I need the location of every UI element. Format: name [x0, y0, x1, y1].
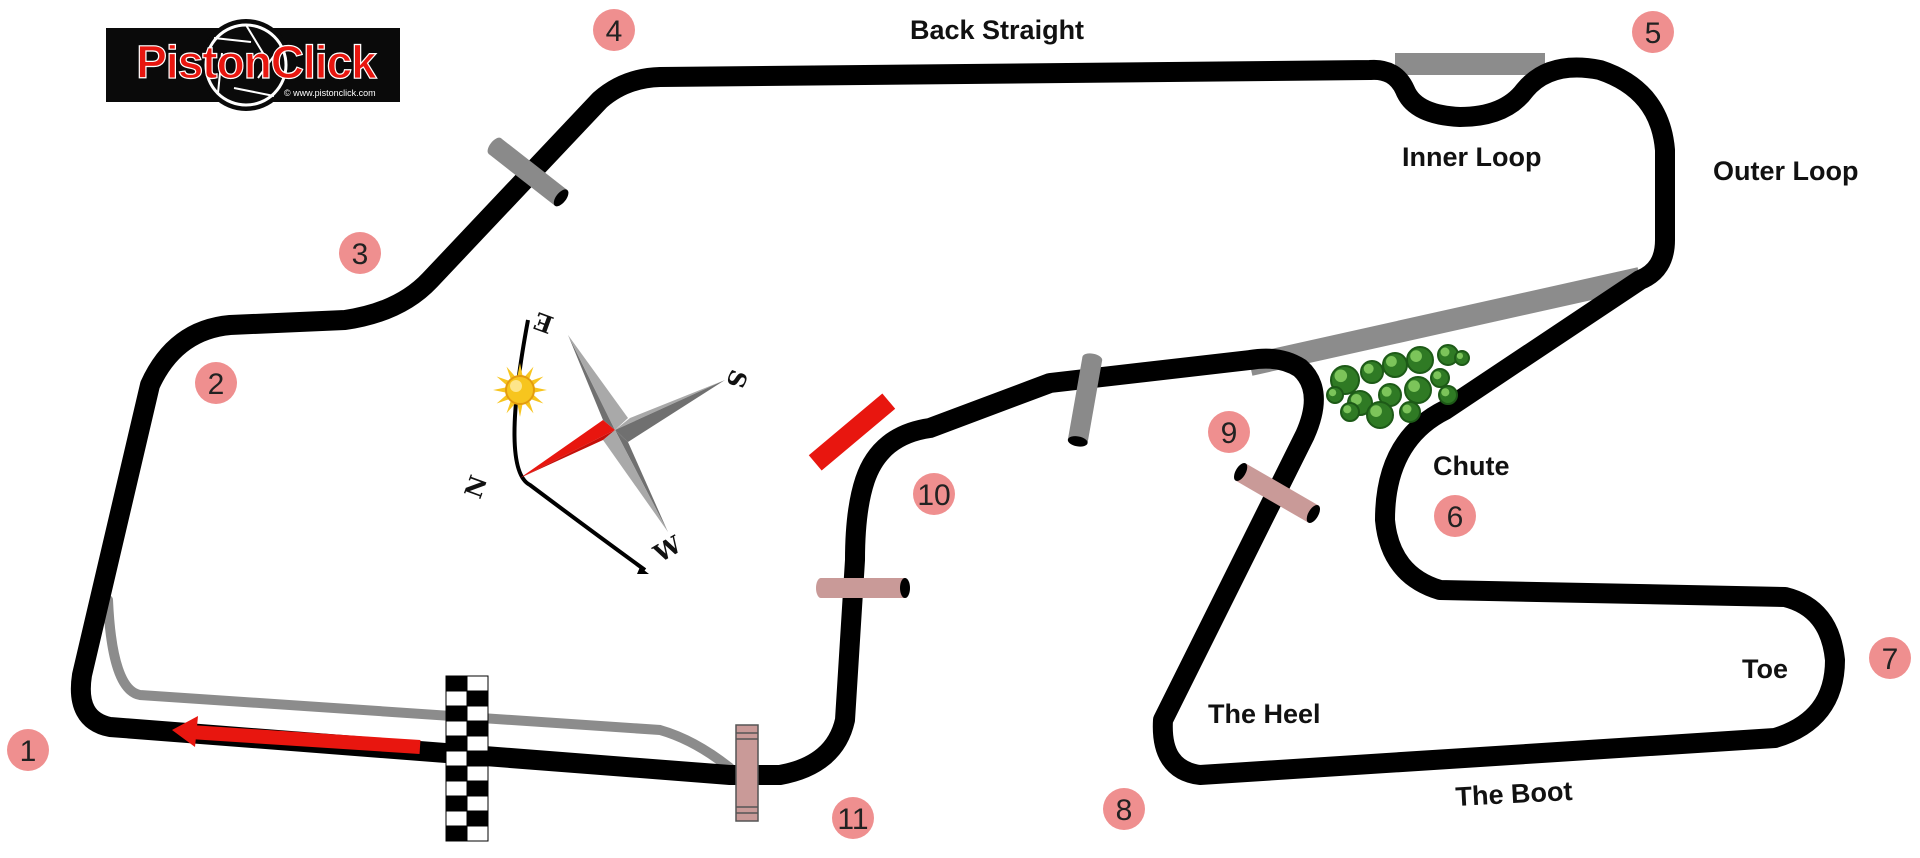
turn-marker-5: 5	[1632, 11, 1674, 53]
checker-square	[466, 735, 489, 752]
bridge-esses	[1067, 353, 1103, 447]
checker-square	[445, 690, 468, 707]
turn-number: 7	[1882, 643, 1899, 676]
checker-square	[466, 675, 489, 692]
sun-ray	[532, 387, 547, 393]
compass-w: W	[648, 529, 688, 569]
logo-url: © www.pistonclick.com	[284, 88, 376, 98]
checker-square	[445, 705, 468, 722]
turn-markers: 1 2 3 4 5 6 7 8 9 10 11	[7, 9, 1911, 839]
turn-number: 8	[1116, 794, 1133, 827]
bridge-turn-3	[487, 137, 569, 207]
tree	[1378, 383, 1402, 407]
turn-number: 10	[917, 479, 950, 512]
compass-north-point	[520, 420, 615, 478]
main-track	[70, 57, 1845, 785]
turn-marker-7: 7	[1869, 637, 1911, 679]
checker-square	[445, 810, 468, 827]
checker-square	[466, 720, 489, 737]
checker-square	[466, 750, 489, 767]
label-outer-loop: Outer Loop	[1713, 156, 1858, 186]
turn-number: 4	[606, 15, 623, 48]
checker-square	[466, 825, 489, 842]
tree	[1399, 401, 1421, 423]
turn-marker-11: 11	[832, 797, 874, 839]
turn-number: 1	[20, 735, 37, 768]
turn-marker-9: 9	[1208, 411, 1250, 453]
compass-s: S	[720, 366, 753, 392]
sun-ray	[517, 402, 523, 417]
infield-marker	[808, 393, 896, 471]
logo-brand: PistonClick	[136, 36, 377, 88]
label-inner-loop: Inner Loop	[1402, 142, 1541, 172]
sun-ray	[517, 363, 523, 378]
chute-connector	[1247, 267, 1643, 376]
pit-lane	[103, 595, 735, 773]
sun-ray	[493, 387, 508, 393]
checker-square	[445, 795, 468, 812]
tree	[1404, 376, 1432, 404]
checker-square	[466, 705, 489, 722]
checkered-flag	[445, 675, 489, 842]
tree	[1430, 368, 1450, 388]
tree	[1438, 385, 1458, 405]
checker-square	[466, 780, 489, 797]
label-toe: Toe	[1742, 654, 1788, 684]
turn-marker-10: 10	[913, 473, 955, 515]
checker-square	[445, 675, 468, 692]
checker-square	[466, 765, 489, 782]
bridge-turn-9	[1234, 462, 1320, 524]
logo: PistonClick © www.pistonclick.com	[106, 19, 400, 111]
bridge-turn-11	[735, 724, 759, 822]
tree	[1340, 402, 1360, 422]
bridge-turn-10	[816, 578, 910, 598]
turn-number: 2	[208, 368, 225, 401]
turn-marker-3: 3	[339, 232, 381, 274]
label-back-straight: Back Straight	[910, 15, 1084, 45]
sun-icon	[493, 363, 547, 417]
tree	[1382, 352, 1408, 378]
compass-n: N	[458, 472, 493, 503]
compass-e: E	[530, 306, 557, 340]
label-the-heel: The Heel	[1208, 699, 1321, 729]
compass-icon: E S N W	[458, 306, 754, 574]
label-chute: Chute	[1433, 451, 1510, 481]
turn-marker-8: 8	[1103, 788, 1145, 830]
alternate-tracks	[103, 53, 1643, 773]
turn-number: 9	[1221, 417, 1238, 450]
turn-number: 11	[837, 803, 868, 836]
checker-square	[466, 810, 489, 827]
checker-square	[445, 735, 468, 752]
checker-square	[445, 765, 468, 782]
trees-icon	[1326, 344, 1470, 429]
checker-square	[466, 795, 489, 812]
checker-square	[445, 750, 468, 767]
checker-square	[466, 690, 489, 707]
turn-marker-4: 4	[593, 9, 635, 51]
tree	[1366, 401, 1394, 429]
direction-arrow	[172, 716, 421, 754]
turn-number: 6	[1447, 501, 1464, 534]
tree	[1454, 350, 1470, 366]
tree	[1326, 386, 1344, 404]
turn-number: 3	[352, 238, 369, 271]
turn-marker-1: 1	[7, 729, 49, 771]
turn-marker-2: 2	[195, 362, 237, 404]
checker-square	[445, 780, 468, 797]
label-the-boot: The Boot	[1455, 776, 1573, 812]
tree	[1360, 360, 1384, 384]
tree	[1406, 346, 1434, 374]
turn-number: 5	[1645, 17, 1662, 50]
turn-marker-6: 6	[1434, 495, 1476, 537]
checker-square	[445, 720, 468, 737]
checker-square	[445, 825, 468, 842]
